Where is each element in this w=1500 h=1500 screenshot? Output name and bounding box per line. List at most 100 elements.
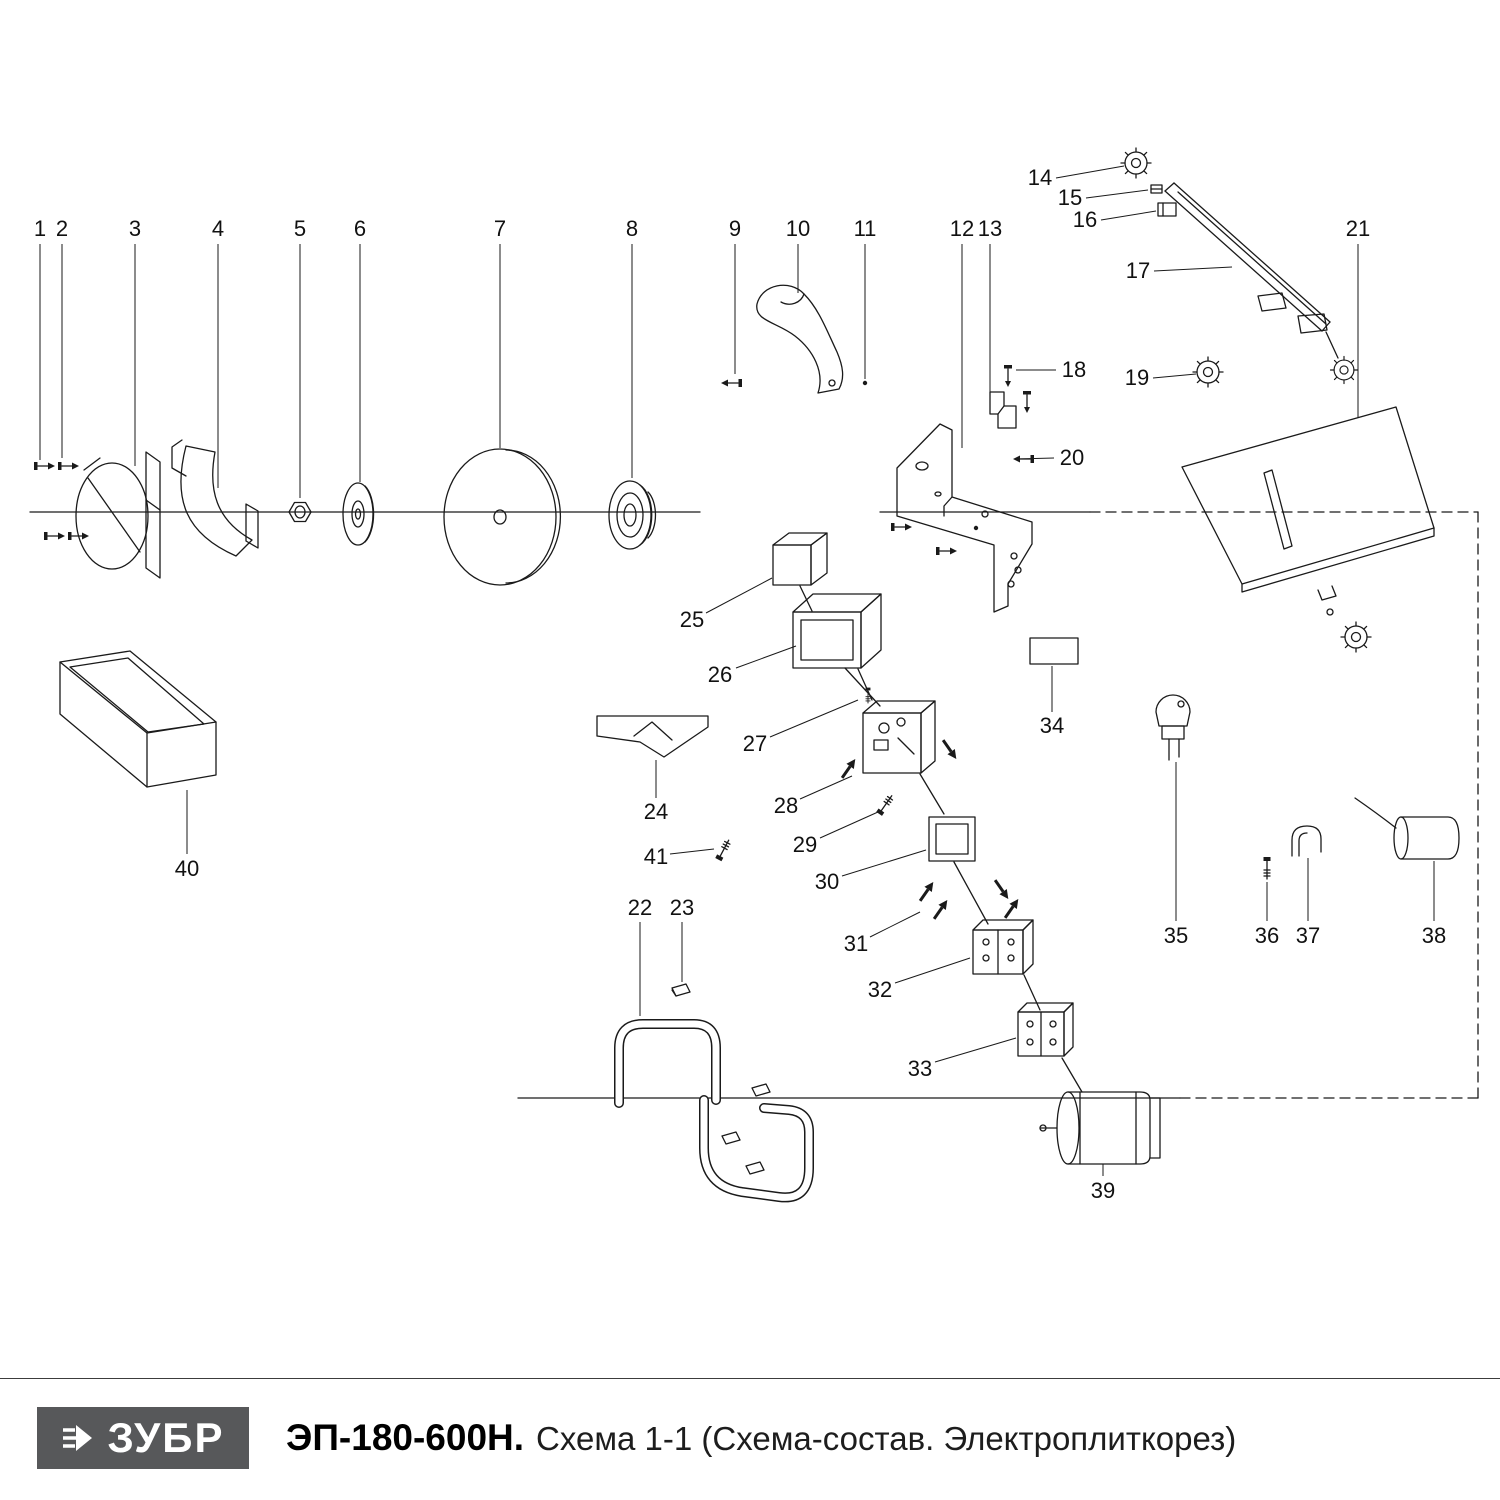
- part-41-screw: [714, 837, 733, 862]
- part-label-20: 20: [1059, 445, 1085, 470]
- part-39-motor: [1039, 1091, 1161, 1165]
- part-23-clips: [671, 983, 771, 1175]
- part-label-11: 11: [853, 216, 877, 241]
- part-label-30: 30: [814, 869, 840, 894]
- part-4-inner-guard: [171, 439, 259, 557]
- part-15-nut: [1150, 184, 1163, 194]
- leader-line-16: [1100, 210, 1157, 221]
- part-label-19: 19: [1124, 365, 1150, 390]
- footer: ЗУБР ЭП-180-600Н. Схема 1-1 (Схема-соста…: [0, 1379, 1500, 1500]
- brand-name: ЗУБР: [107, 1414, 225, 1461]
- part-label-33: 33: [907, 1056, 933, 1081]
- leader-line-33: [934, 1037, 1017, 1063]
- part-label-34: 34: [1039, 713, 1065, 738]
- footer-divider: [0, 1378, 1500, 1379]
- part-label-40: 40: [174, 856, 200, 881]
- part-label-14: 14: [1027, 165, 1053, 190]
- part-1-2-screws: [33, 461, 90, 541]
- leader-line-41: [669, 848, 715, 855]
- leader-line-31: [869, 911, 921, 938]
- part-label-9: 9: [728, 216, 742, 241]
- part-label-32: 32: [867, 977, 893, 1002]
- part-label-15: 15: [1057, 185, 1083, 210]
- part-label-37: 37: [1295, 923, 1321, 948]
- leader-line-28: [799, 775, 853, 800]
- part-label-24: 24: [643, 799, 669, 824]
- part-16-stop: [1157, 202, 1177, 217]
- axis-lines: [29, 511, 1479, 1099]
- zubr-logo-icon: [63, 1425, 93, 1451]
- part-label-1: 1: [33, 216, 47, 241]
- schema-title: ЭП-180-600Н. Схема 1-1 (Схема-состав. Эл…: [286, 1407, 1236, 1469]
- part-8-inner-flange: [608, 480, 657, 550]
- part-label-29: 29: [792, 832, 818, 857]
- part-label-21: 21: [1345, 216, 1371, 241]
- leader-lines: [39, 165, 1435, 1176]
- part-12-bracket: [890, 423, 1033, 613]
- part-label-23: 23: [669, 895, 695, 920]
- leader-line-19: [1152, 373, 1197, 379]
- part-24-wrench: [596, 715, 709, 758]
- leader-line-15: [1085, 189, 1149, 199]
- part-22-stand-frame: [614, 1019, 814, 1203]
- part-label-4: 4: [211, 216, 225, 241]
- part-9-screw: [720, 378, 743, 388]
- model-name: ЭП-180-600Н.: [286, 1417, 525, 1458]
- part-label-25: 25: [679, 607, 705, 632]
- part-36-screw: [1262, 856, 1272, 880]
- brand-logo: ЗУБР: [37, 1407, 249, 1469]
- leader-line-20: [1015, 457, 1055, 460]
- part-label-26: 26: [707, 662, 733, 687]
- part-5-nut: [288, 501, 312, 523]
- part-label-12: 12: [949, 216, 975, 241]
- leader-line-27: [769, 699, 859, 738]
- part-label-7: 7: [493, 216, 507, 241]
- part-label-39: 39: [1090, 1178, 1116, 1203]
- part-6-outer-flange: [342, 482, 375, 546]
- part-30-cover-plate: [928, 816, 976, 862]
- part-10-handle: [756, 284, 844, 394]
- part-37-cable-clamp: [1291, 825, 1322, 857]
- part-7-cutting-disc: [443, 448, 561, 586]
- part-11-pin: [862, 380, 868, 386]
- part-label-10: 10: [785, 216, 811, 241]
- part-label-27: 27: [742, 731, 768, 756]
- part-label-28: 28: [773, 793, 799, 818]
- part-35-plug: [1155, 694, 1191, 761]
- part-28-switch-unit: [836, 700, 962, 782]
- part-14-knob: [1120, 147, 1152, 179]
- part-33-terminal-block: [1017, 1002, 1074, 1057]
- part-label-41: 41: [643, 844, 669, 869]
- part-label-35: 35: [1163, 923, 1189, 948]
- part-32-terminal-block: [972, 919, 1034, 975]
- part-label-18: 18: [1061, 357, 1087, 382]
- part-label-16: 16: [1072, 207, 1098, 232]
- leader-line-26: [735, 645, 797, 669]
- part-38-capacitor: [1354, 797, 1460, 860]
- part-29-screw: [875, 793, 896, 817]
- part-label-8: 8: [625, 216, 639, 241]
- part-label-2: 2: [55, 216, 69, 241]
- part-label-3: 3: [128, 216, 142, 241]
- leader-line-25: [705, 577, 773, 614]
- part-label-6: 6: [353, 216, 367, 241]
- schema-subtitle: Схема 1-1 (Схема-состав. Электроплиткоре…: [536, 1420, 1237, 1457]
- part-label-5: 5: [293, 216, 307, 241]
- part-40-water-tray: [59, 650, 217, 788]
- part-3-blade-guard: [75, 451, 161, 579]
- part-17-guide-rail: [1164, 182, 1359, 385]
- part-label-17: 17: [1125, 258, 1151, 283]
- part-13-clip: [989, 391, 1017, 429]
- part-19-knob: [1192, 356, 1224, 388]
- part-21-table: [1181, 406, 1435, 653]
- leader-line-14: [1055, 165, 1125, 179]
- leader-line-30: [841, 849, 927, 877]
- part-label-22: 22: [627, 895, 653, 920]
- leader-line-32: [894, 957, 971, 984]
- part-26-switch-housing: [792, 593, 882, 669]
- part-31-screws: [914, 876, 1024, 923]
- part-label-38: 38: [1421, 923, 1447, 948]
- part-label-13: 13: [977, 216, 1003, 241]
